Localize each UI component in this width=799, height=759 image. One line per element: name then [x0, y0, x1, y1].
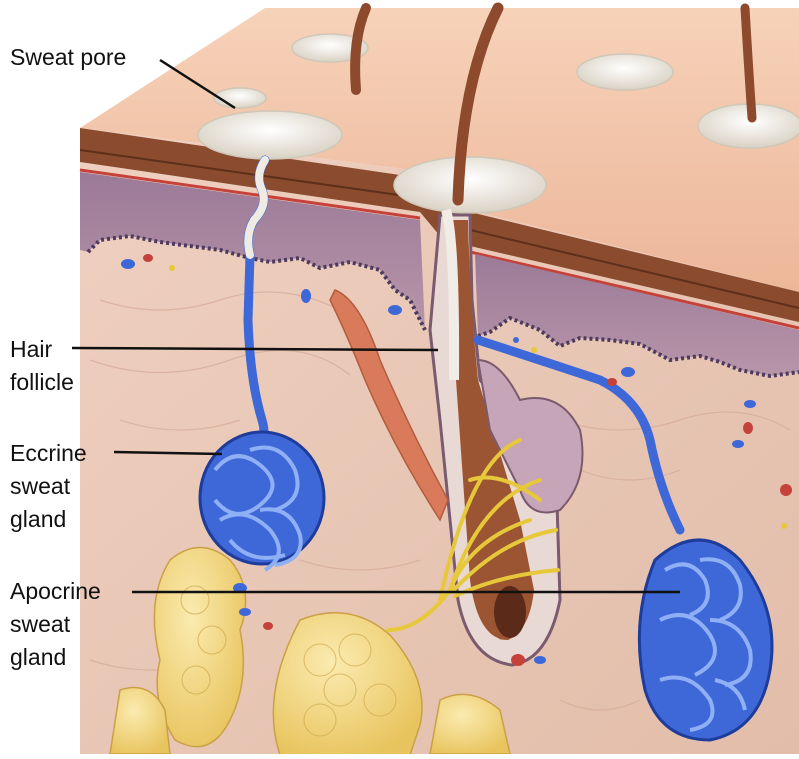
label-eccrine-line-3: gland: [10, 503, 87, 536]
label-hair-follicle-line-1: Hair: [10, 333, 74, 366]
label-hair-follicle-line-2: follicle: [10, 366, 74, 399]
label-hair-follicle: Hair follicle: [10, 333, 74, 399]
label-apocrine-sweat-gland: Apocrine sweat gland: [10, 575, 101, 674]
label-eccrine-sweat-gland: Eccrine sweat gland: [10, 437, 87, 536]
label-eccrine-line-2: sweat: [10, 470, 87, 503]
label-eccrine-line-1: Eccrine: [10, 437, 87, 470]
label-sweat-pore: Sweat pore: [10, 41, 126, 74]
label-sweat-pore-text: Sweat pore: [10, 44, 126, 70]
label-apocrine-line-2: sweat: [10, 608, 101, 641]
label-apocrine-line-1: Apocrine: [10, 575, 101, 608]
label-apocrine-line-3: gland: [10, 641, 101, 674]
